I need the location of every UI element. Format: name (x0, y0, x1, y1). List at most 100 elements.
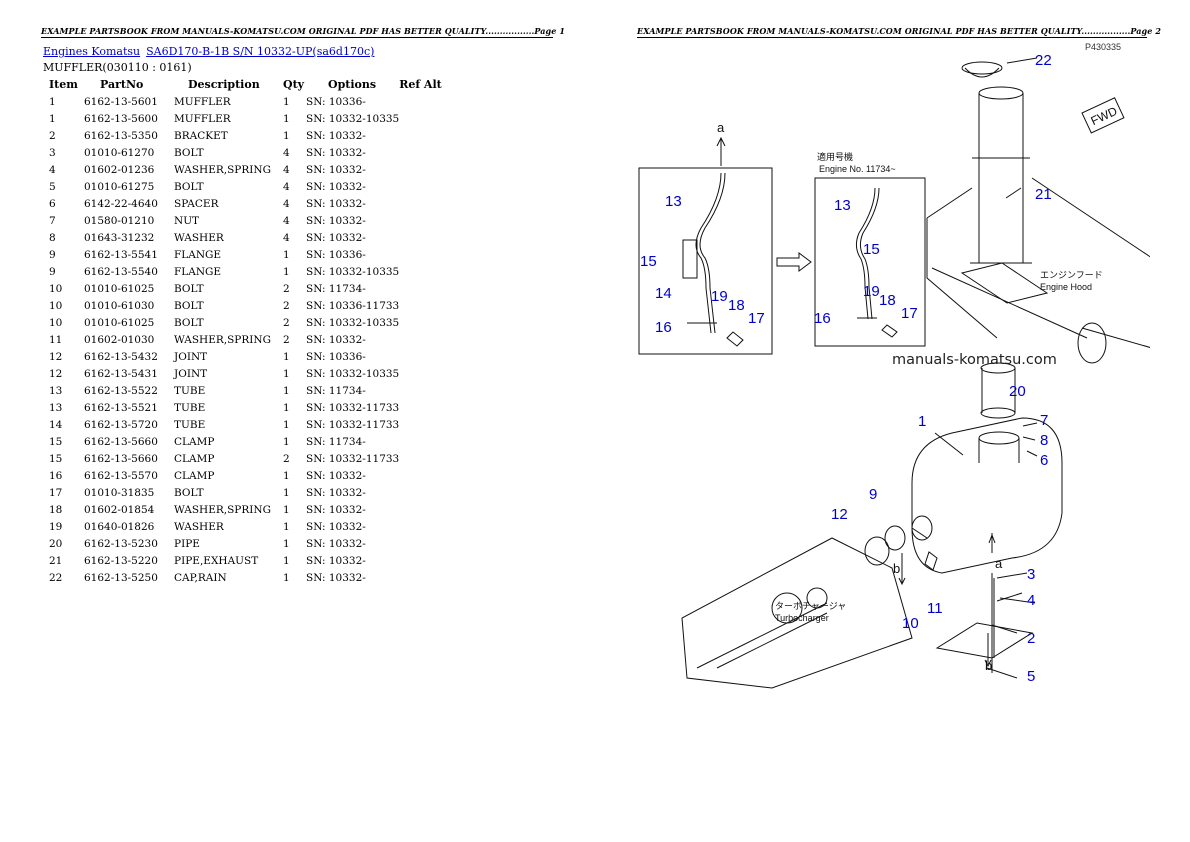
cell-options: SN: 10332- (306, 554, 366, 567)
cell-refalt (399, 161, 449, 178)
cell-description: TUBE (174, 401, 206, 414)
cell-refalt (399, 212, 449, 229)
engine-no-label: Engine No. 11734~ (819, 164, 896, 174)
col-header-description: Description (188, 78, 260, 91)
callout-8: 8 (1040, 432, 1048, 449)
cell-qty: 2 (283, 333, 290, 346)
clamp-left (682, 239, 698, 279)
cell-description: CLAMP (174, 452, 215, 465)
cell-qty: 1 (283, 554, 290, 567)
inset-box-old (638, 167, 773, 355)
cell-options: SN: 10332- (306, 503, 366, 516)
cell-qty: 1 (283, 367, 290, 380)
page-header-right: EXAMPLE PARTSBOOK FROM MANUALS-KOMATSU.C… (637, 26, 1161, 38)
cell-item: 2 (49, 129, 56, 142)
cell-qty: 1 (283, 503, 290, 516)
cell-refalt (399, 246, 449, 263)
cell-qty: 1 (283, 537, 290, 550)
letter-b-bottom: b (985, 658, 992, 673)
cell-partno: 01640-01826 (84, 520, 155, 533)
cell-partno: 01643-31232 (84, 231, 155, 244)
cell-qty: 4 (283, 146, 290, 159)
cell-item: 12 (49, 367, 63, 380)
cell-partno: 6142-22-4640 (84, 197, 158, 210)
cell-options: SN: 10332- (306, 231, 366, 244)
cell-refalt (399, 569, 449, 586)
callout-20: 20 (1009, 383, 1026, 400)
callout-19b: 19 (863, 283, 880, 300)
cell-qty: 1 (283, 401, 290, 414)
callout-11: 11 (927, 600, 943, 617)
watermark: manuals-komatsu.com (892, 352, 1057, 368)
cell-qty: 1 (283, 95, 290, 108)
cell-options: SN: 10332- (306, 163, 366, 176)
cell-options: SN: 10332- (306, 197, 366, 210)
cell-description: SPACER (174, 197, 219, 210)
cell-partno: 6162-13-5522 (84, 384, 158, 397)
cell-description: BOLT (174, 180, 204, 193)
breadcrumb: Engines Komatsu SA6D170-B-1B S/N 10332-UP… (43, 45, 374, 58)
cell-refalt (399, 314, 449, 331)
cell-refalt (399, 450, 449, 467)
cell-partno: 6162-13-5570 (84, 469, 158, 482)
cell-options: SN: 10332- (306, 571, 366, 584)
cell-options: SN: 10332-10335 (306, 316, 400, 329)
cell-options: SN: 10332- (306, 180, 366, 193)
breadcrumb-link-engines[interactable]: Engines Komatsu (43, 45, 141, 58)
cell-description: WASHER,SPRING (174, 503, 271, 516)
breadcrumb-link-model[interactable]: SA6D170-B-1B S/N 10332-UP(sa6d170c) (146, 45, 375, 58)
cell-options: SN: 10332-10335 (306, 367, 400, 380)
cell-description: BRACKET (174, 129, 228, 142)
cell-description: PIPE (174, 537, 200, 550)
cell-options: SN: 10336- (306, 350, 366, 363)
cell-item: 19 (49, 520, 63, 533)
cell-refalt (399, 229, 449, 246)
cell-item: 5 (49, 180, 56, 193)
callout-6: 6 (1040, 452, 1048, 469)
cell-options: SN: 10332-11733 (306, 452, 400, 465)
cell-partno: 6162-13-5720 (84, 418, 158, 431)
cell-qty: 4 (283, 163, 290, 176)
cell-item: 22 (49, 571, 63, 584)
cell-qty: 1 (283, 112, 290, 125)
cell-description: WASHER (174, 231, 224, 244)
cell-qty: 1 (283, 129, 290, 142)
muffler-body (911, 417, 1063, 574)
callout-7: 7 (1040, 412, 1048, 429)
cell-description: PIPE,EXHAUST (174, 554, 259, 567)
pipe-20 (981, 368, 1016, 413)
turbo-label: Turbocharger (775, 613, 829, 623)
cell-item: 13 (49, 384, 63, 397)
cell-options: SN: 10332- (306, 129, 366, 142)
cell-description: WASHER (174, 520, 224, 533)
cell-qty: 2 (283, 282, 290, 295)
engine-hood (926, 177, 1153, 349)
cell-options: SN: 10336- (306, 248, 366, 261)
cell-options: SN: 10332- (306, 214, 366, 227)
cell-refalt (399, 484, 449, 501)
cell-refalt (399, 467, 449, 484)
col-header-partno: PartNo (100, 78, 144, 91)
rain-cap (961, 61, 1003, 75)
cell-description: TUBE (174, 384, 206, 397)
cell-item: 10 (49, 282, 63, 295)
cell-partno: 01010-61030 (84, 299, 155, 312)
cell-item: 7 (49, 214, 56, 227)
letter-a-top: a (717, 120, 725, 135)
cell-refalt (399, 365, 449, 382)
cell-partno: 6162-13-5660 (84, 452, 158, 465)
